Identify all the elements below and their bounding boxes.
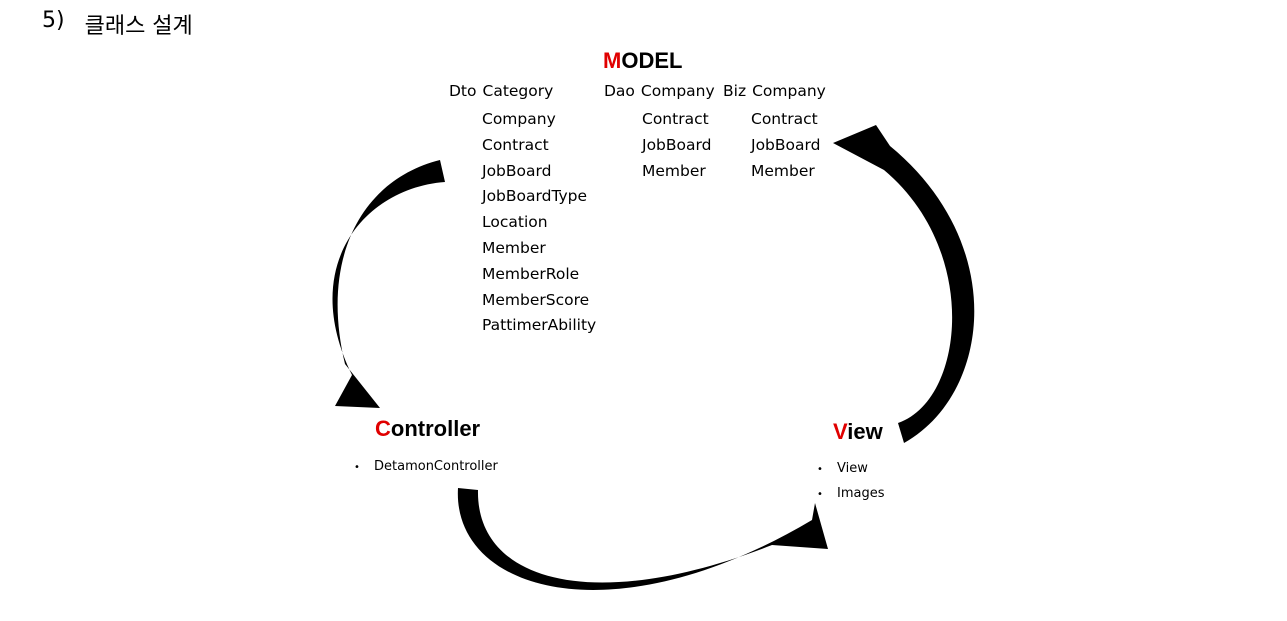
arrow-model-to-controller: [332, 160, 445, 408]
dto-item: MemberRole: [482, 264, 580, 283]
dao-label: Dao: [604, 82, 635, 100]
bullet-icon: •: [817, 489, 823, 500]
controller-item-label: DetamonController: [374, 459, 498, 474]
dto-item: Contract: [482, 135, 549, 154]
dao-item: Contract: [642, 110, 709, 128]
controller-list: • DetamonController: [354, 458, 498, 483]
biz-header: Biz Company: [723, 82, 826, 100]
dto-item: Location: [482, 213, 548, 232]
view-title-rest: iew: [847, 419, 883, 444]
view-title: View: [833, 419, 883, 445]
biz-item: JobBoard: [751, 135, 821, 154]
bullet-icon: •: [354, 462, 360, 473]
dto-item: MemberScore: [482, 290, 590, 309]
view-item: • Images: [817, 485, 885, 510]
dto-label: Dto: [449, 82, 477, 100]
section-heading: 5) 클래스 설계: [42, 8, 193, 40]
biz-item: Contract: [751, 110, 818, 128]
dto-header: Dto Category: [449, 82, 553, 100]
dao-item: Company: [640, 82, 715, 100]
section-number: 5): [42, 8, 65, 33]
dao-list: Contract JobBoard Member: [642, 110, 711, 187]
dto-item: Member: [482, 238, 546, 257]
arrow-controller-to-view: [457, 488, 828, 591]
dto-item: Category: [482, 82, 554, 100]
view-item: • View: [817, 460, 885, 485]
controller-title-rest: ontroller: [390, 416, 481, 441]
view-item-label: View: [837, 461, 868, 476]
view-title-initial: V: [833, 419, 848, 444]
model-title-initial: M: [603, 48, 622, 73]
model-title: MODEL: [603, 48, 682, 74]
model-title-rest: ODEL: [621, 48, 683, 73]
dto-item: PattimerAbility: [482, 316, 597, 335]
controller-title-initial: C: [375, 416, 391, 441]
biz-list: Contract JobBoard Member: [751, 110, 820, 187]
dao-item: Member: [642, 161, 706, 180]
biz-item: Company: [752, 82, 826, 100]
dao-item: JobBoard: [642, 135, 712, 154]
dto-item: JobBoard: [482, 161, 552, 180]
dao-header: Dao Company: [604, 82, 715, 100]
dto-list: Company Contract JobBoard JobBoardType L…: [482, 110, 596, 342]
section-title: 클래스 설계: [84, 14, 193, 39]
bullet-icon: •: [817, 464, 823, 475]
controller-item: • DetamonController: [354, 458, 498, 483]
arrow-view-to-model: [833, 125, 975, 443]
dto-item: Company: [482, 110, 556, 128]
dto-item: JobBoardType: [482, 187, 588, 206]
biz-label: Biz: [723, 82, 747, 100]
view-list: • View • Images: [817, 460, 885, 510]
controller-title: Controller: [375, 416, 480, 442]
biz-item: Member: [751, 161, 815, 180]
view-item-label: Images: [837, 486, 885, 501]
